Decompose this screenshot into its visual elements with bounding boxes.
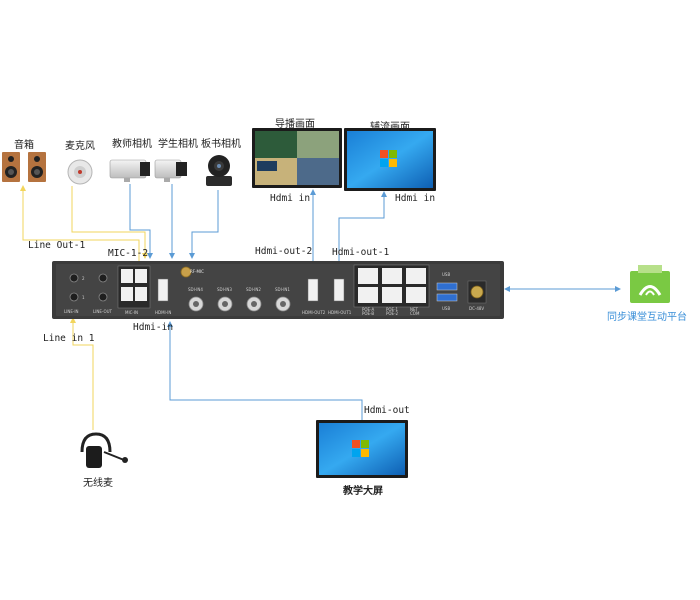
aux-screen	[344, 128, 436, 191]
poe-1-text: POE-1	[386, 307, 399, 312]
microphone-icon	[67, 159, 93, 185]
director-screen-label: 导播画面	[275, 119, 315, 130]
poe-b-text: POE-B	[362, 311, 375, 316]
line-out-jack-2[interactable]	[98, 273, 108, 283]
jack-2-text: 2	[82, 276, 85, 281]
net-port[interactable]	[406, 268, 426, 284]
poe-1-port[interactable]	[382, 268, 402, 284]
hdmi-in-aux-label: Hdmi in	[395, 193, 436, 204]
hdmi-in-port[interactable]	[157, 278, 169, 302]
usb-text-2: USB	[442, 306, 451, 311]
net-text: NET	[410, 307, 418, 312]
windows-logo-icon	[380, 150, 397, 167]
hdmi-out-label: Hdmi-out	[364, 405, 410, 416]
wireless-mic-label: 无线麦	[83, 478, 113, 489]
dc-port[interactable]	[470, 285, 484, 299]
teaching-screen-label: 教学大屏	[343, 486, 383, 497]
sdi-in4-text: SDI-IN4	[188, 287, 203, 292]
hdmi-in-text: HDMI-IN	[155, 310, 172, 315]
microphone-label: 麦克风	[65, 141, 95, 152]
dc-text: DC-48V	[469, 306, 485, 311]
mic-port-2[interactable]	[135, 269, 147, 283]
hdmi-out-1-connector	[338, 191, 387, 261]
line-in-jack-2[interactable]	[69, 273, 79, 283]
rf-mic-text: RF-MIC	[190, 269, 204, 274]
usb-port-2[interactable]	[436, 293, 458, 302]
board-camera-label: 板书相机	[201, 139, 241, 150]
poe-a-text: POE-A	[362, 307, 375, 312]
sdi-in1-core	[280, 301, 286, 307]
mic-in-text: MIC-IN	[125, 310, 139, 315]
poe-a-port[interactable]	[358, 268, 378, 284]
hdmi-out1-port[interactable]	[333, 278, 345, 302]
line-out-jack-1[interactable]	[98, 292, 108, 302]
hdmi-in-director-label: Hdmi in	[270, 193, 311, 204]
sdi-in2-text: SDI-IN2	[246, 287, 261, 292]
com-text: COM	[410, 311, 420, 316]
line-in-label: Line in 1	[43, 333, 95, 344]
teaching-screen	[316, 420, 408, 478]
hdmi-out1-text: HDMI-OUT1	[328, 310, 352, 315]
hdmi-out-2-label: Hdmi-out-2	[255, 246, 313, 257]
sdi-in1-text: SDI-IN1	[275, 287, 290, 292]
speaker-icon	[2, 152, 46, 182]
student-camera-icon	[154, 159, 187, 182]
com-port[interactable]	[406, 287, 426, 303]
poe-2-text: POE-2	[386, 311, 399, 316]
mic-port-4[interactable]	[135, 287, 147, 301]
teacher-camera-icon	[109, 159, 150, 182]
aux-screen-label: 辅流画面	[370, 122, 410, 133]
sync-platform-icon	[630, 265, 670, 303]
board-camera-icon	[206, 155, 232, 186]
line-out-label: Line Out-1	[28, 240, 86, 251]
hdmi-out2-port[interactable]	[307, 278, 319, 302]
mic-connector	[71, 186, 148, 259]
mic-port-3[interactable]	[121, 287, 133, 301]
line-in-connector	[70, 317, 94, 430]
sdi-in3-text: SDI-IN3	[217, 287, 232, 292]
poe-2-port[interactable]	[382, 287, 402, 303]
poe-b-port[interactable]	[358, 287, 378, 303]
speaker-label: 音箱	[14, 140, 34, 151]
student-camera-label: 学生相机	[158, 139, 198, 150]
teacher-camera-label: 教师相机	[112, 139, 152, 150]
wireless-mic-icon	[80, 432, 128, 468]
sdi-in3-core	[222, 301, 228, 307]
board-camera-connector	[189, 190, 219, 259]
director-screen	[252, 128, 342, 188]
teacher-camera-connector	[129, 184, 153, 259]
sdi-in2-core	[251, 301, 257, 307]
usb-text-1: USB	[442, 272, 451, 277]
windows-logo-icon-2	[352, 440, 369, 457]
hdmi-in-label: Hdmi-in	[133, 322, 174, 333]
line-in-jack-1[interactable]	[69, 292, 79, 302]
hdmi-out2-text: HDMI-OUT2	[302, 310, 326, 315]
sync-platform-label: 同步课堂互动平台	[607, 312, 687, 323]
sdi-in4-core	[193, 301, 199, 307]
usb-port-1[interactable]	[436, 282, 458, 291]
teaching-screen-connector	[167, 321, 363, 420]
line-out-connector	[20, 185, 140, 261]
line-in-text: LINE-IN	[64, 309, 79, 314]
hdmi-out-1-label: Hdmi-out-1	[332, 247, 390, 258]
mic-label: MIC-1-2	[108, 248, 149, 259]
jack-1-text: 1	[82, 295, 85, 300]
recording-device	[52, 261, 504, 319]
line-out-text: LINE-OUT	[93, 309, 113, 314]
rf-mic-port[interactable]	[180, 266, 192, 278]
mic-port-1[interactable]	[121, 269, 133, 283]
